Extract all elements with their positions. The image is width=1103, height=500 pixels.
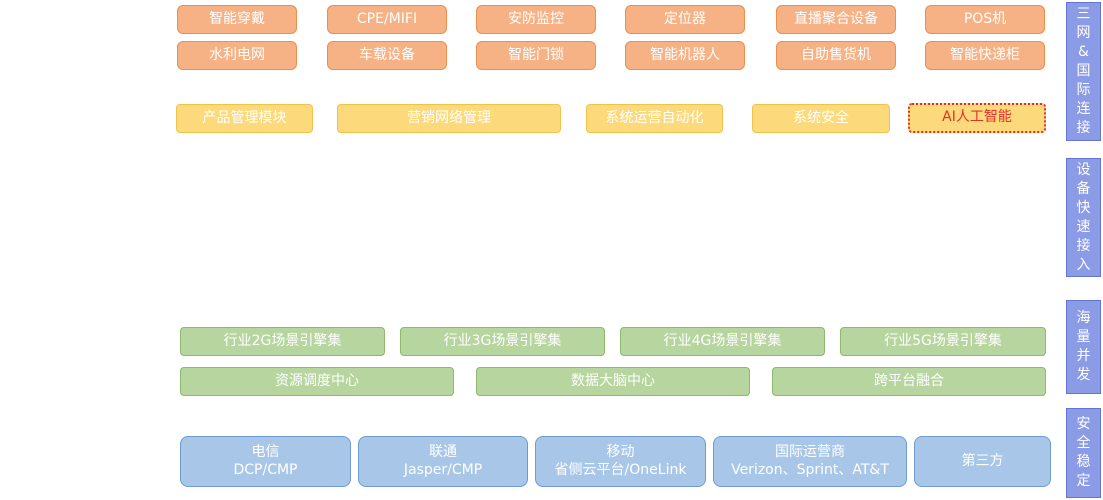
side-label-fast-access: 设备快速接入 bbox=[1066, 158, 1101, 277]
module-product-management: 产品管理模块 bbox=[176, 104, 313, 133]
carrier-international: 国际运营商 Verizon、Sprint、AT&T bbox=[713, 436, 907, 487]
engine-5g: 行业5G场景引擎集 bbox=[840, 327, 1046, 356]
device-pos: POS机 bbox=[925, 5, 1045, 34]
center-resource-scheduling: 资源调度中心 bbox=[180, 367, 454, 396]
module-ai: AI人工智能 bbox=[908, 103, 1046, 133]
module-marketing-network: 营销网络管理 bbox=[337, 104, 561, 133]
engine-2g: 行业2G场景引擎集 bbox=[180, 327, 385, 356]
engine-3g: 行业3G场景引擎集 bbox=[400, 327, 605, 356]
carrier-international-platform: Verizon、Sprint、AT&T bbox=[731, 461, 889, 478]
carrier-telecom-platform: DCP/CMP bbox=[233, 461, 298, 478]
carrier-third-party: 第三方 bbox=[914, 436, 1051, 487]
device-smart-wearable: 智能穿戴 bbox=[177, 5, 297, 34]
side-label-connectivity: 三网&国际连接 bbox=[1066, 2, 1101, 141]
module-operations-automation: 系统运营自动化 bbox=[586, 104, 723, 133]
carrier-international-name: 国际运营商 bbox=[775, 444, 845, 460]
device-smart-robot: 智能机器人 bbox=[625, 41, 745, 70]
side-label-stability-text: 安全稳定 bbox=[1076, 416, 1091, 489]
device-cpe-mifi: CPE/MIFI bbox=[327, 5, 447, 34]
carrier-unicom-name: 联通 bbox=[429, 444, 457, 460]
carrier-mobile-name: 移动 bbox=[606, 444, 635, 460]
carrier-third-party-name: 第三方 bbox=[961, 452, 1004, 469]
device-water-grid: 水利电网 bbox=[177, 41, 297, 70]
device-vending-machine: 自助售货机 bbox=[776, 41, 896, 70]
center-data-brain: 数据大脑中心 bbox=[476, 367, 750, 396]
side-label-connectivity-text: 三网&国际连接 bbox=[1076, 6, 1091, 136]
carrier-telecom-name: 电信 bbox=[251, 444, 280, 460]
center-cross-platform: 跨平台融合 bbox=[772, 367, 1046, 396]
module-system-security: 系统安全 bbox=[752, 104, 890, 133]
device-locator: 定位器 bbox=[625, 5, 745, 34]
engine-4g: 行业4G场景引擎集 bbox=[620, 327, 825, 356]
device-security-monitoring: 安防监控 bbox=[476, 5, 596, 34]
device-vehicle: 车载设备 bbox=[327, 41, 447, 70]
device-live-streaming: 直播聚合设备 bbox=[776, 5, 896, 34]
carrier-unicom: 联通 Jasper/CMP bbox=[358, 436, 528, 487]
carrier-mobile-platform: 省侧云平台/OneLink bbox=[554, 461, 687, 478]
side-label-concurrency-text: 海量并发 bbox=[1076, 310, 1091, 383]
side-label-stability: 安全稳定 bbox=[1066, 408, 1101, 498]
device-parcel-locker: 智能快递柜 bbox=[925, 41, 1045, 70]
carrier-mobile: 移动 省侧云平台/OneLink bbox=[535, 436, 706, 487]
side-label-fast-access-text: 设备快速接入 bbox=[1076, 161, 1091, 273]
carrier-telecom: 电信 DCP/CMP bbox=[180, 436, 351, 487]
carrier-unicom-platform: Jasper/CMP bbox=[403, 461, 483, 478]
side-label-concurrency: 海量并发 bbox=[1066, 300, 1101, 394]
device-smart-lock: 智能门锁 bbox=[476, 41, 596, 70]
